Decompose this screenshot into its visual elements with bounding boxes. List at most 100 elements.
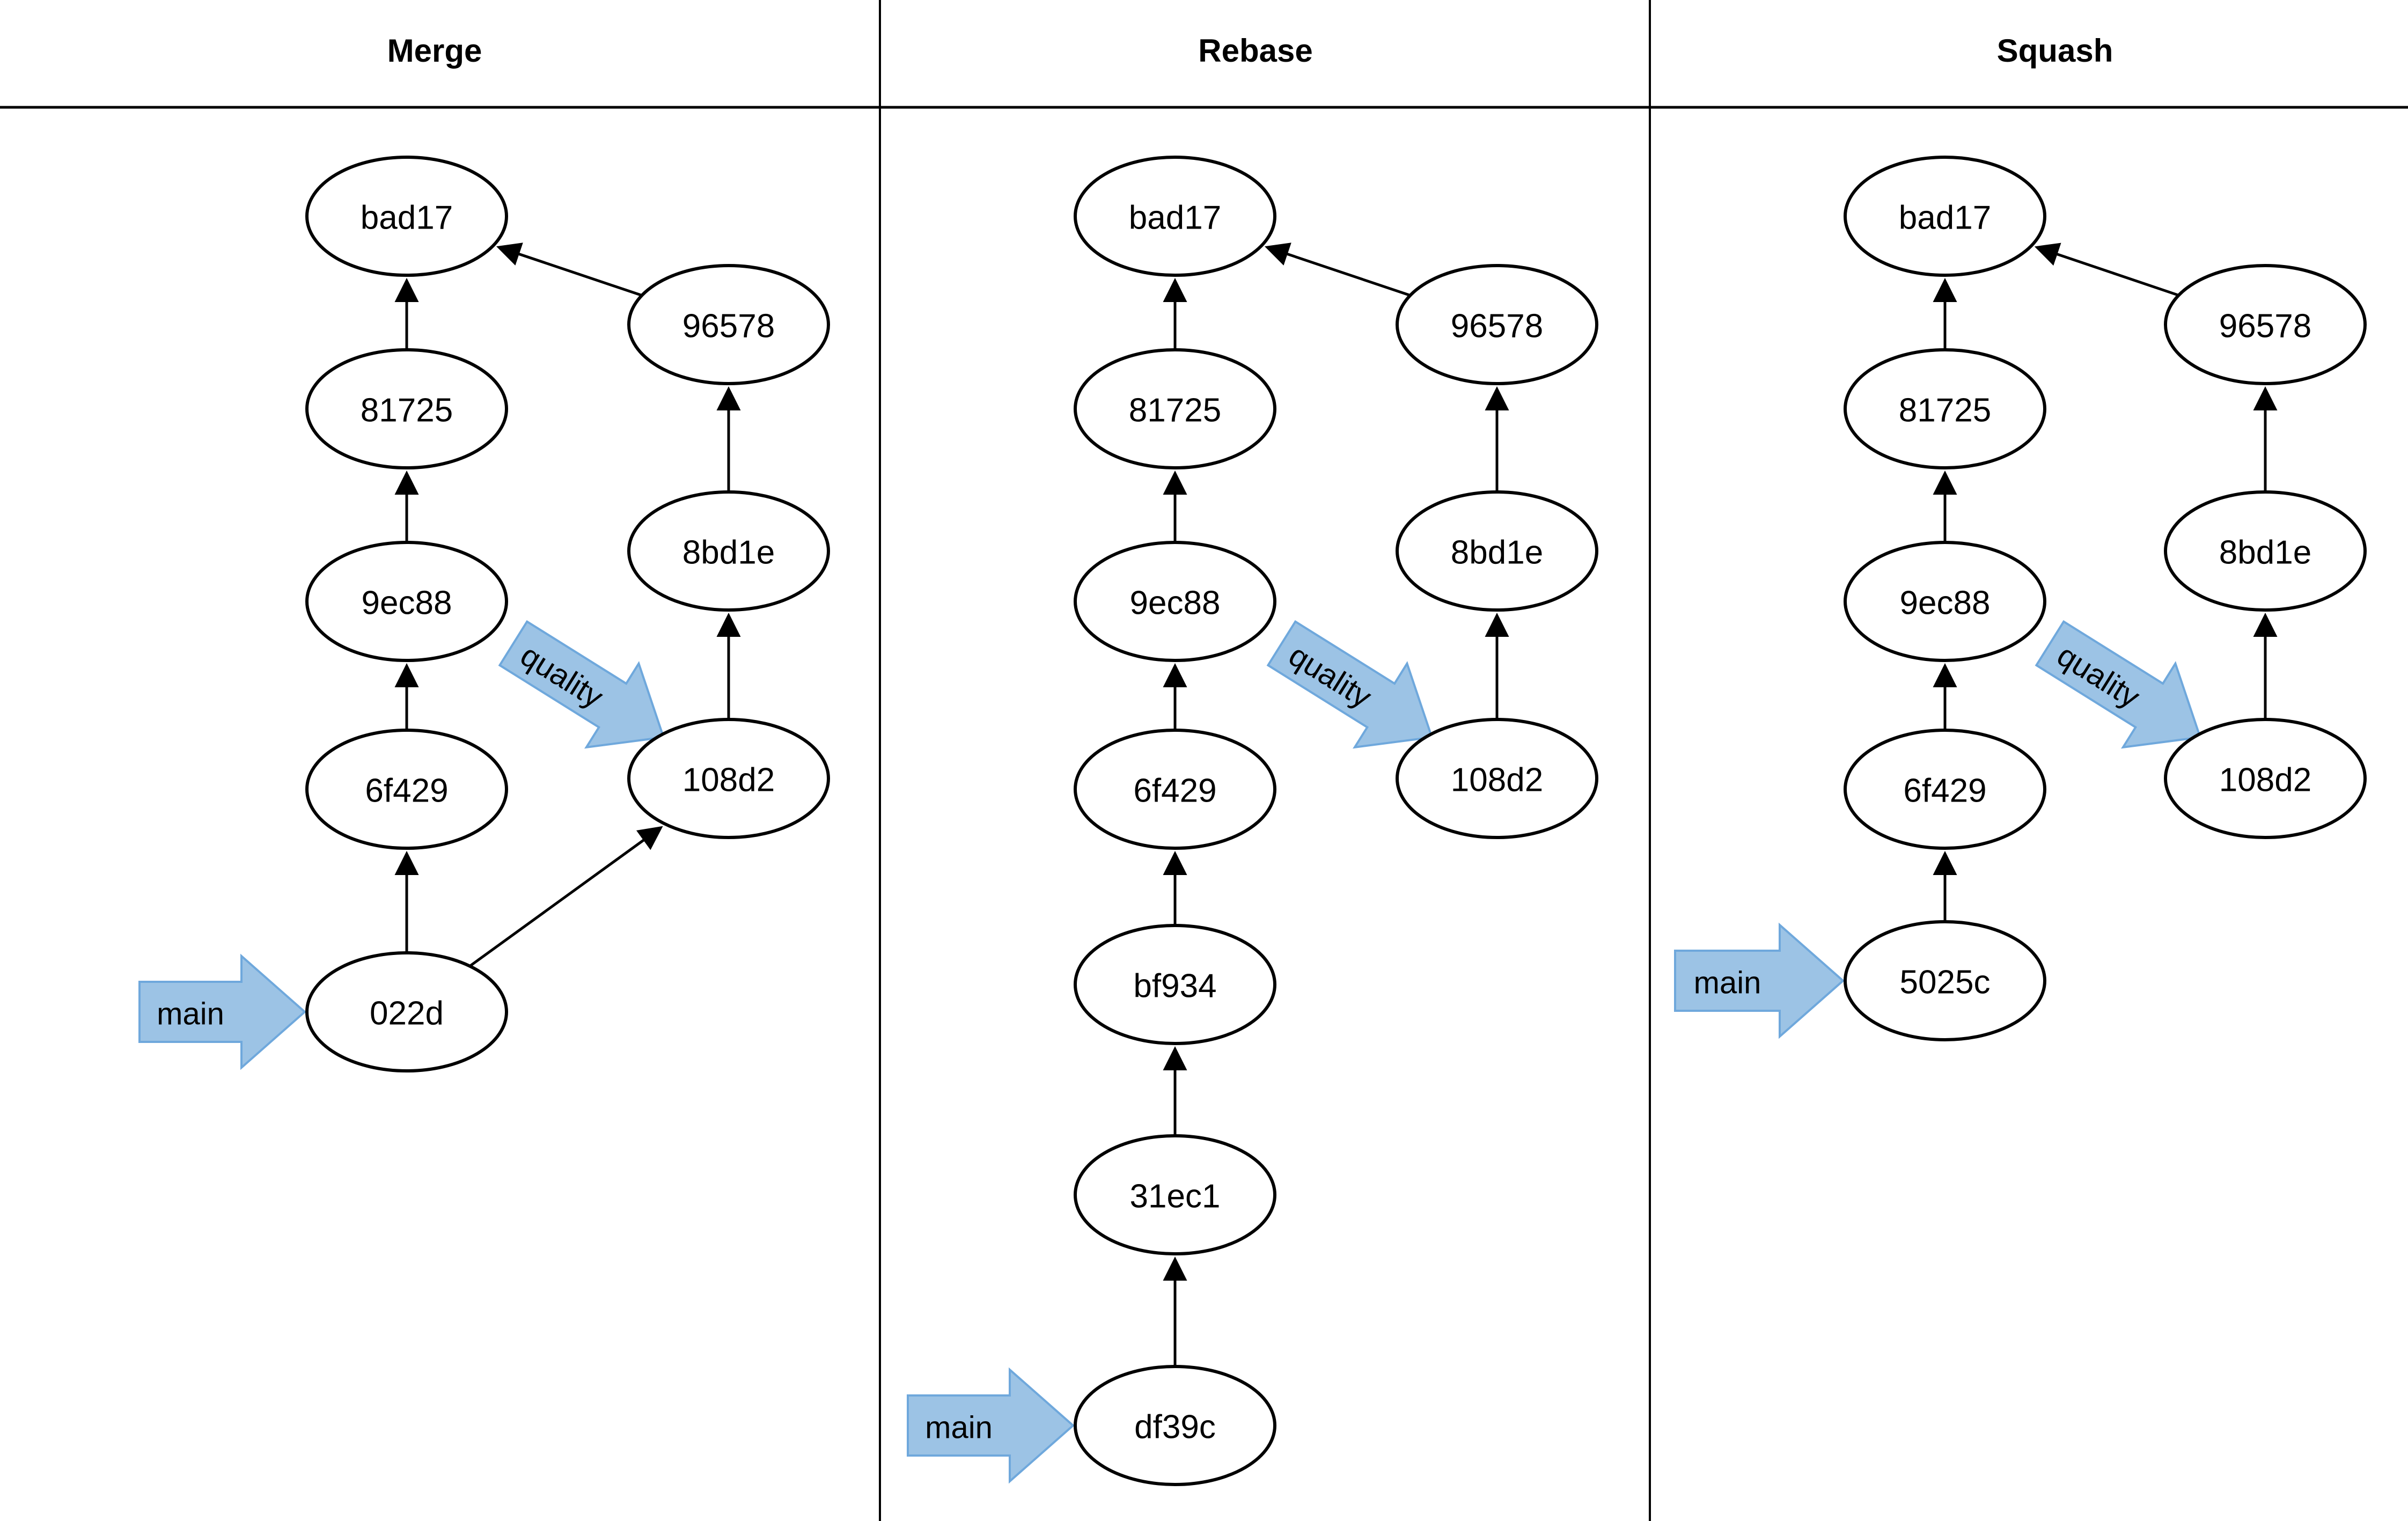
branch-name-label: main bbox=[925, 1410, 993, 1445]
commit-ellipse bbox=[1074, 924, 1276, 1045]
commit-label: 81725 bbox=[1129, 392, 1221, 429]
commit-ellipse bbox=[2164, 490, 2367, 612]
quality-arrow-shape bbox=[1266, 620, 1434, 749]
commit-ellipse bbox=[1396, 718, 1598, 839]
commit-ellipse bbox=[305, 729, 508, 850]
commit-ellipse bbox=[1074, 541, 1276, 662]
commit-node-6f429[interactable]: 6f429 bbox=[305, 729, 508, 850]
commit-label: 96578 bbox=[682, 308, 775, 345]
commit-node-81725[interactable]: 81725 bbox=[1844, 348, 2046, 469]
commit-ellipse bbox=[1074, 156, 1276, 277]
commit-label: 6f429 bbox=[365, 773, 448, 810]
commit-node-8bd1e[interactable]: 8bd1e bbox=[627, 490, 830, 612]
commit-label: df39c bbox=[1134, 1409, 1216, 1446]
commit-ellipse bbox=[305, 348, 508, 469]
commit-label: 6f429 bbox=[1903, 773, 1986, 810]
commit-label: 5025c bbox=[1900, 964, 1991, 1001]
commit-ellipse bbox=[1074, 1134, 1276, 1255]
commit-ellipse bbox=[2164, 718, 2367, 839]
commit-ellipse bbox=[627, 718, 830, 839]
edge-m-022d-to-m-108d2 bbox=[469, 826, 663, 967]
commit-node-022d[interactable]: 022d bbox=[305, 951, 508, 1072]
commit-node-96578[interactable]: 96578 bbox=[1396, 264, 1598, 385]
commit-ellipse bbox=[1074, 1365, 1276, 1486]
commit-label: 9ec88 bbox=[1900, 585, 1991, 622]
commit-ellipse bbox=[627, 490, 830, 612]
commit-label: 8bd1e bbox=[2219, 534, 2311, 571]
commit-label: bad17 bbox=[1129, 200, 1221, 237]
branch-pointer-squash[interactable]: main bbox=[1674, 922, 1845, 1039]
commit-ellipse bbox=[305, 951, 508, 1072]
commit-node-bad17[interactable]: bad17 bbox=[1074, 156, 1276, 277]
commit-node-9ec88[interactable]: 9ec88 bbox=[305, 541, 508, 662]
commit-ellipse bbox=[1844, 156, 2046, 277]
commit-label: 9ec88 bbox=[1130, 585, 1221, 622]
commit-label: 8bd1e bbox=[682, 534, 775, 571]
commit-node-96578[interactable]: 96578 bbox=[2164, 264, 2367, 385]
commit-node-81725[interactable]: 81725 bbox=[305, 348, 508, 469]
commit-node-5025c[interactable]: 5025c bbox=[1844, 920, 2046, 1041]
branch-name-label: main bbox=[157, 997, 224, 1032]
branch-name-label: main bbox=[1694, 966, 1761, 1001]
quality-pointer-squash[interactable]: quality bbox=[2024, 601, 2226, 779]
commit-node-108d2[interactable]: 108d2 bbox=[1396, 718, 1598, 839]
commit-node-6f429[interactable]: 6f429 bbox=[1844, 729, 2046, 850]
quality-arrow-shape bbox=[498, 620, 665, 749]
commit-label: 022d bbox=[370, 995, 444, 1032]
commit-node-81725[interactable]: 81725 bbox=[1074, 348, 1276, 469]
commit-label: 81725 bbox=[1899, 392, 1991, 429]
commit-ellipse bbox=[305, 541, 508, 662]
edge-m-96578-to-m-bad17 bbox=[496, 243, 642, 297]
edge-s-96578-to-s-bad17 bbox=[2034, 243, 2178, 297]
commit-nodes: bad17 81725 9ec88 6f429 022d 96578 8bd1e 108d2 b… bbox=[305, 156, 2367, 1486]
edge-r-96578-to-r-bad17 bbox=[1265, 243, 1410, 297]
branch-arrow-shape bbox=[1674, 922, 1845, 1039]
commit-label: 108d2 bbox=[1451, 762, 1543, 799]
commit-node-96578[interactable]: 96578 bbox=[627, 264, 830, 385]
branch-arrow-shape bbox=[907, 1367, 1075, 1484]
commit-label: 96578 bbox=[2219, 308, 2311, 345]
commit-ellipse bbox=[1396, 490, 1598, 612]
column-header-rebase: Rebase bbox=[1198, 33, 1313, 69]
commit-label: 108d2 bbox=[682, 762, 775, 799]
commit-label: bad17 bbox=[361, 200, 453, 237]
commit-label: bad17 bbox=[1899, 200, 1991, 237]
commit-label: bf934 bbox=[1133, 968, 1216, 1005]
commit-label: 108d2 bbox=[2219, 762, 2311, 799]
commit-ellipse bbox=[305, 156, 508, 277]
commit-node-108d2[interactable]: 108d2 bbox=[2164, 718, 2367, 839]
commit-node-bad17[interactable]: bad17 bbox=[1844, 156, 2046, 277]
commit-node-31ec1[interactable]: 31ec1 bbox=[1074, 1134, 1276, 1255]
commit-ellipse bbox=[627, 264, 830, 385]
commit-node-9ec88[interactable]: 9ec88 bbox=[1074, 541, 1276, 662]
commit-ellipse bbox=[1074, 348, 1276, 469]
commit-node-6f429[interactable]: 6f429 bbox=[1074, 729, 1276, 850]
commit-node-8bd1e[interactable]: 8bd1e bbox=[2164, 490, 2367, 612]
column-header-merge: Merge bbox=[387, 33, 482, 69]
commit-label: 6f429 bbox=[1133, 773, 1216, 810]
commit-node-108d2[interactable]: 108d2 bbox=[627, 718, 830, 839]
commit-ellipse bbox=[1074, 729, 1276, 850]
commit-ellipse bbox=[1844, 920, 2046, 1041]
commit-node-bad17[interactable]: bad17 bbox=[305, 156, 508, 277]
quality-arrow-shape bbox=[2035, 620, 2202, 749]
commit-node-bf934[interactable]: bf934 bbox=[1074, 924, 1276, 1045]
branch-pointer-merge[interactable]: main bbox=[138, 953, 307, 1070]
branch-arrow-shape bbox=[138, 953, 307, 1070]
commit-ellipse bbox=[1396, 264, 1598, 385]
commit-node-9ec88[interactable]: 9ec88 bbox=[1844, 541, 2046, 662]
commit-label: 81725 bbox=[361, 392, 453, 429]
commit-ellipse bbox=[2164, 264, 2367, 385]
commit-label: 31ec1 bbox=[1130, 1178, 1221, 1215]
commit-node-df39c[interactable]: df39c bbox=[1074, 1365, 1276, 1486]
branch-pointer-rebase[interactable]: main bbox=[907, 1367, 1075, 1484]
commit-ellipse bbox=[1844, 541, 2046, 662]
column-header-squash: Squash bbox=[1996, 33, 2113, 69]
commit-label: 8bd1e bbox=[1451, 534, 1543, 571]
commit-ellipse bbox=[1844, 729, 2046, 850]
commit-node-8bd1e[interactable]: 8bd1e bbox=[1396, 490, 1598, 612]
